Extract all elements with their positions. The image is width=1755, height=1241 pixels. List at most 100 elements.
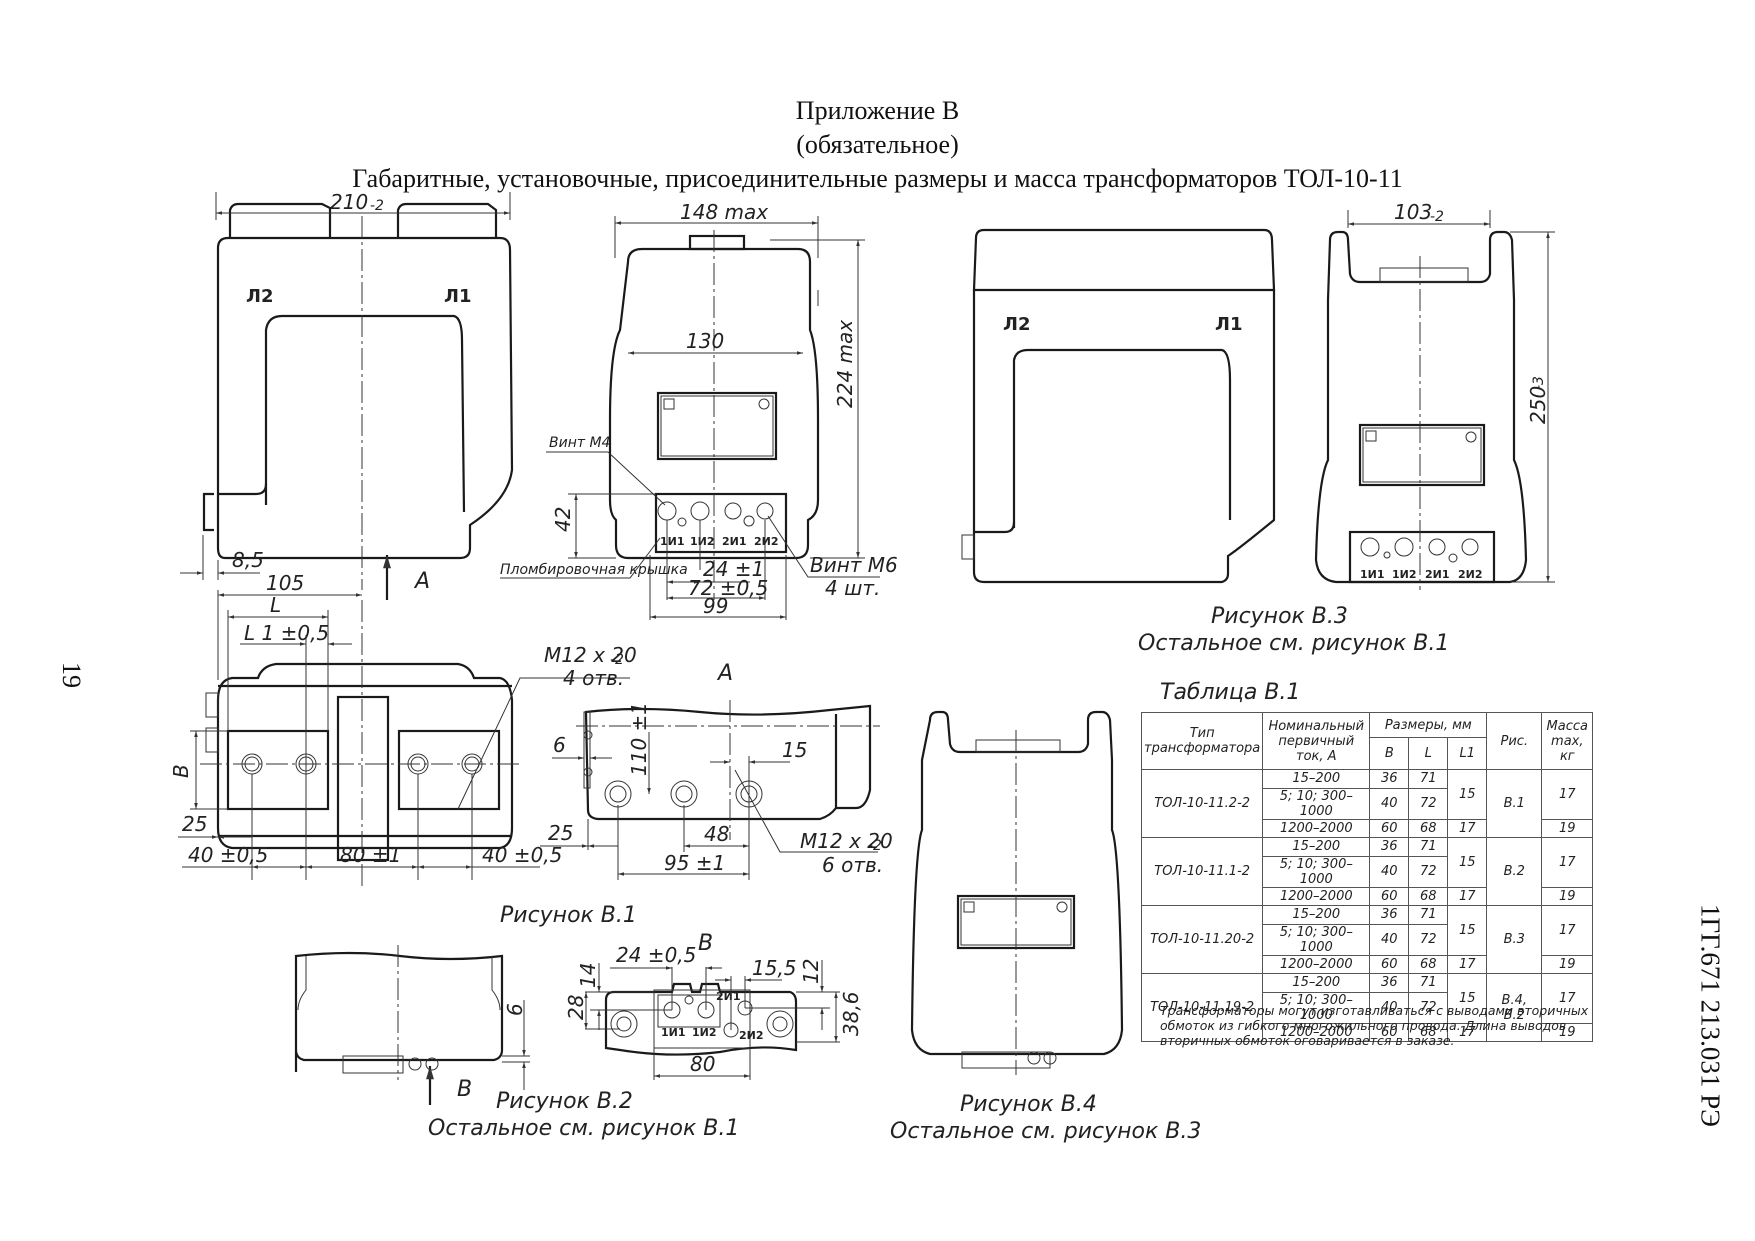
figure-b4: Рисунок В.4 Остальное см. рисунок В.3 (890, 710, 1201, 1144)
view-b-marker: В (457, 1077, 472, 1102)
holes-m12-tol: -2 (610, 652, 624, 668)
cell-fig: В.1 (1486, 769, 1543, 838)
caption-b2-sub: Остальное см. рисунок В.1 (428, 1116, 739, 1141)
b3-terminal-1i2: 1И2 (1392, 568, 1417, 581)
table-title: Таблица В.1 (1160, 680, 1301, 705)
dim-42: 42 (551, 507, 575, 532)
header-l1: L1 (1447, 737, 1488, 770)
view-b-dim-12: 12 (799, 959, 823, 984)
dim-24: 24 ±1 (703, 557, 764, 581)
header-type: Тип трансформатора (1140, 712, 1264, 770)
figure-b2: 6 В Рисунок В.2 Остальное см. рисунок В.… (294, 945, 739, 1141)
figure-b1-view-a: А 6 110 ±1 15 25 48 95 ±1 (540, 661, 893, 880)
view-b-dim-14: 14 (576, 963, 600, 988)
b3-side-body (1314, 230, 1528, 584)
cell-mass: 17 (1541, 769, 1594, 820)
cell-l: 72 (1408, 787, 1449, 820)
figure-b3: Л2 Л1 1И1 1И2 2И1 2И2 103 -2 250 -3 Рису… (961, 200, 1555, 656)
cell-l1: 15 (1447, 905, 1488, 956)
terminal-1i2: 1И2 (690, 535, 715, 548)
terminal-2i2: 2И2 (754, 535, 779, 548)
dim-40-left: 40 ±0,5 (188, 843, 268, 867)
cell-fig: В.4, В.2 (1486, 973, 1543, 1042)
cell-current: 5; 10; 300–1000 (1262, 855, 1371, 888)
dim-224-max: 224 max (833, 320, 857, 408)
cell-mass: 19 (1541, 1022, 1594, 1042)
dim-130: 130 (686, 329, 724, 353)
header-current: Номинальный первичный ток, А (1262, 712, 1371, 770)
cell-l1: 17 (1447, 1022, 1488, 1042)
figure-b1-bottom-view: 105 L L 1 ±0,5 B 25 40 ±0,5 80 ±1 40 ±0,… (169, 571, 637, 890)
dim-l1: L 1 ±0,5 (244, 621, 329, 645)
cell-b: 36 (1369, 769, 1410, 789)
cell-b: 36 (1369, 905, 1410, 925)
dim-l: L (270, 593, 281, 617)
view-b-terminal-1i2: 1И2 (692, 1026, 717, 1039)
cell-mass: 17 (1541, 905, 1594, 956)
b3-dim-103: 103 (1394, 200, 1432, 224)
primary-terminal-l2 (228, 202, 332, 238)
b3-label-l2: Л2 (1003, 314, 1030, 335)
terminal-2i1: 2И1 (722, 535, 747, 548)
b3-window (1012, 348, 1232, 528)
cell-b: 40 (1369, 991, 1410, 1024)
view-b-dim-15-5: 15,5 (752, 956, 797, 980)
appendix-status: (обязательное) (796, 130, 959, 159)
b3-dim-103-tol: -2 (1430, 209, 1444, 225)
figure-b1-side-view: 1И1 1И2 2И1 2И2 148 max 130 224 max 42 В… (500, 200, 898, 620)
cell-current: 5; 10; 300–1000 (1262, 923, 1371, 956)
view-b-dim-38-6: 38,6 (839, 991, 863, 1036)
b3-body (972, 290, 1276, 584)
b4-body (910, 710, 1124, 1056)
cell-b: 36 (1369, 837, 1410, 857)
dim-99: 99 (703, 594, 728, 618)
cell-mass: 19 (1541, 954, 1594, 974)
secondary-terminals (657, 501, 774, 527)
cell-b: 40 (1369, 855, 1410, 888)
header-fig: Рис. (1486, 712, 1543, 770)
cell-l1: 17 (1447, 818, 1488, 838)
dim-25-a: 25 (548, 821, 573, 845)
cell-l: 68 (1408, 1022, 1449, 1042)
view-b-terminal-2i2: 2И2 (739, 1029, 764, 1042)
b3-terminal-2i1: 2И1 (1425, 568, 1450, 581)
view-b-dim-80: 80 (690, 1052, 715, 1076)
cell-mass: 17 (1541, 837, 1594, 888)
cell-fig: В.3 (1486, 905, 1543, 974)
primary-terminal-l1 (396, 202, 498, 238)
screw-m6-qty: 4 шт. (825, 576, 880, 600)
b2-dim-6: 6 (503, 1003, 527, 1016)
cell-mass: 19 (1541, 818, 1594, 838)
cell-fig: В.2 (1486, 837, 1543, 906)
terminal-block (654, 492, 788, 554)
caption-b4: Рисунок В.4 (960, 1092, 1097, 1117)
dim-72: 72 ±0,5 (688, 576, 768, 600)
nameplate (656, 391, 778, 461)
caption-b3-sub: Остальное см. рисунок В.1 (1138, 631, 1449, 656)
dim-8-5: 8,5 (232, 548, 264, 572)
view-a-title: А (716, 661, 733, 686)
header-l: L (1408, 737, 1449, 770)
cell-l: 68 (1408, 954, 1449, 974)
bottom-body (216, 662, 514, 850)
view-a-holes (604, 780, 763, 808)
appendix-title: Габаритные, установочные, присоединитель… (352, 164, 1403, 193)
caption-b2: Рисунок В.2 (496, 1089, 633, 1114)
cell-type: ТОЛ-10-11.20-2 (1140, 905, 1264, 974)
cell-b: 36 (1369, 973, 1410, 993)
cell-l1: 15 (1447, 769, 1488, 820)
manufacturer-logo-icon (663, 398, 675, 410)
cell-l: 72 (1408, 991, 1449, 1024)
dim-105: 105 (266, 571, 304, 595)
holes-m12-qty: 4 отв. (563, 666, 624, 690)
label-l2: Л2 (246, 286, 273, 307)
b3-dim-250-tol: -3 (1531, 376, 1547, 390)
view-b-dim-24: 24 ±0,5 (616, 943, 696, 967)
busbar-right (397, 729, 501, 811)
dim-148-max: 148 max (680, 200, 768, 224)
